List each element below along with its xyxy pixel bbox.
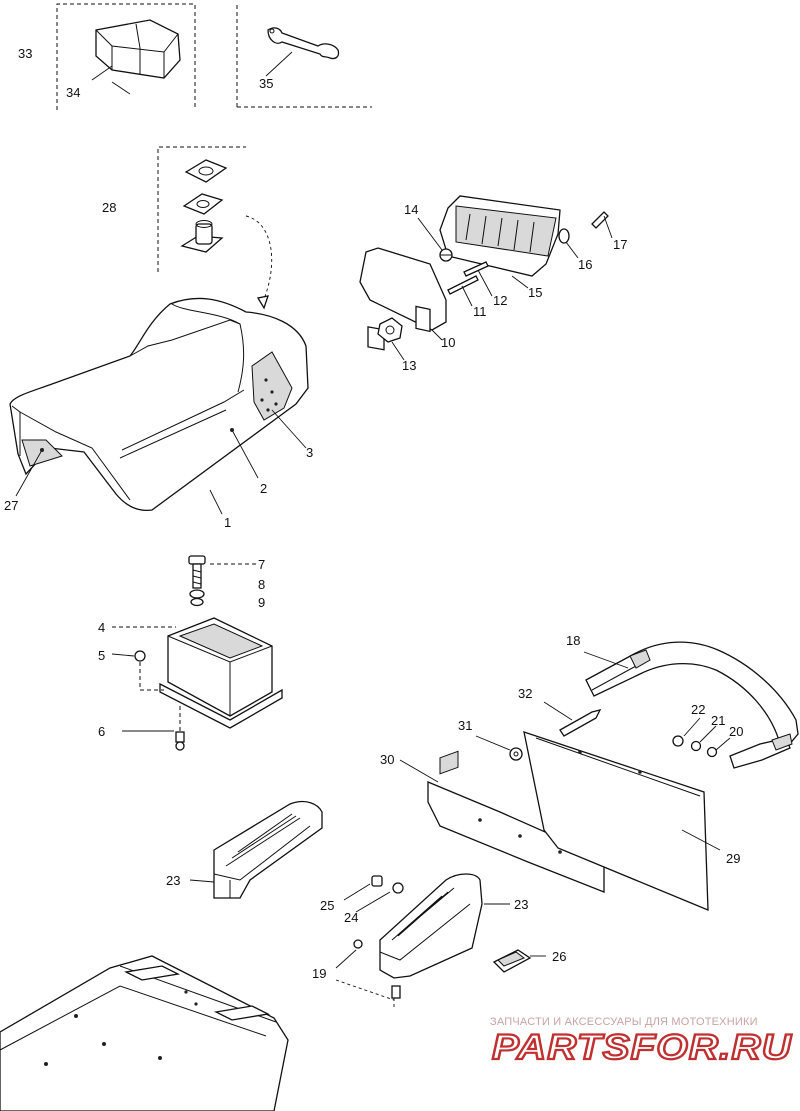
leader-24 (355, 891, 391, 913)
part-7-bolt (188, 555, 206, 607)
inset-latch-box (157, 146, 246, 272)
leader-20 (715, 737, 731, 751)
callout-19: 19 (312, 966, 326, 981)
part-19-screws (335, 939, 401, 1010)
callout-20: 20 (729, 724, 743, 739)
callout-16: 16 (578, 257, 592, 272)
callout-27: 27 (4, 498, 18, 513)
part-23-footrest-left (213, 800, 323, 899)
callout-25: 25 (320, 898, 334, 913)
leader-19 (335, 949, 357, 969)
chassis-tunnel-section (0, 955, 289, 1111)
part-13-nut (377, 317, 403, 343)
callout-5: 5 (98, 648, 105, 663)
watermark-logo: PARTSFOR.RU (491, 1028, 792, 1064)
callout-29: 29 (726, 851, 740, 866)
leader-16 (565, 241, 579, 259)
leader-35 (265, 51, 293, 77)
callout-14: 14 (404, 202, 418, 217)
inset-kit-box (56, 3, 372, 110)
leader-30 (399, 759, 439, 783)
leader-27 (15, 449, 43, 497)
leader-1 (209, 489, 223, 515)
leader-23a (189, 879, 215, 883)
part-16-17-fasteners (558, 211, 609, 244)
part-24-25-bolt (371, 875, 404, 894)
callout-7: 7 (258, 557, 265, 572)
callout-30: 30 (380, 752, 394, 767)
callout-24: 24 (344, 910, 358, 925)
part-1-seat (9, 297, 309, 512)
leader-21 (699, 725, 717, 743)
callout-22: 22 (691, 702, 705, 717)
leader-14 (417, 217, 443, 251)
leader-11 (461, 285, 473, 307)
part-20-21-22-hardware (672, 735, 718, 758)
leader-10 (431, 329, 443, 341)
leader-28-arrow (245, 215, 273, 305)
callout-13: 13 (402, 358, 416, 373)
callout-9: 9 (258, 595, 265, 610)
leader-15 (511, 275, 529, 289)
leader-31 (475, 735, 511, 751)
leader-2 (231, 429, 259, 479)
watermark-logo-text: PARTSFOR.RU (492, 1028, 792, 1064)
watermark-caption: ЗАПЧАСТИ И АКСЕССУАРЫ ДЛЯ МОТОТЕХНИКИ (490, 1016, 758, 1028)
leader-34 (91, 65, 131, 95)
callout-3: 3 (306, 445, 313, 460)
callout-15: 15 (528, 285, 542, 300)
part-6-screw (175, 731, 185, 751)
leader-12 (477, 269, 493, 297)
part-11-12-screws (447, 261, 489, 295)
part-26-plate (492, 949, 532, 973)
callout-2: 2 (260, 481, 267, 496)
part-10-light-housing (359, 247, 447, 351)
callout-26: 26 (552, 949, 566, 964)
callout-31: 31 (458, 718, 472, 733)
part-30-flap-bracket (427, 781, 605, 893)
leader-18 (583, 651, 629, 669)
callout-21: 21 (711, 713, 725, 728)
callout-1: 1 (224, 515, 231, 530)
callout-8: 8 (258, 577, 265, 592)
part-5-screw (134, 650, 164, 691)
part-4-storage-box (159, 617, 283, 729)
leader-29 (681, 829, 721, 851)
leader-32 (543, 701, 573, 721)
callout-33: 33 (18, 46, 32, 61)
part-31-nut (509, 747, 523, 761)
callout-12: 12 (493, 293, 507, 308)
part-34-seat-pad (95, 19, 181, 79)
callout-32: 32 (518, 686, 532, 701)
part-28-latch-kit (180, 159, 228, 253)
leader-22 (683, 717, 701, 737)
part-32-fastener (559, 709, 602, 737)
part-29-mud-flap (523, 731, 709, 911)
leader-17 (603, 215, 613, 239)
callout-11: 11 (473, 304, 487, 319)
callout-4: 4 (98, 620, 105, 635)
callout-17: 17 (613, 237, 627, 252)
leader-3 (271, 409, 307, 449)
callout-28: 28 (102, 200, 116, 215)
callout-35: 35 (259, 76, 273, 91)
callout-10: 10 (441, 335, 455, 350)
callout-34: 34 (66, 85, 80, 100)
callout-6: 6 (98, 724, 105, 739)
part-3-seat-plate (251, 351, 293, 421)
callout-23a: 23 (166, 873, 180, 888)
part-18-grab-handle (585, 641, 799, 769)
callout-18: 18 (566, 633, 580, 648)
leader-13 (391, 341, 405, 361)
leader-5 (111, 653, 135, 657)
part-23-footrest-right (379, 750, 483, 979)
part-14-bulb (439, 248, 453, 262)
leader-25 (343, 883, 371, 901)
arrow-head-28 (256, 295, 269, 310)
part-15-light-lens (439, 195, 561, 277)
part-35-spanner-wrench (267, 27, 340, 60)
callout-23b: 23 (514, 897, 528, 912)
